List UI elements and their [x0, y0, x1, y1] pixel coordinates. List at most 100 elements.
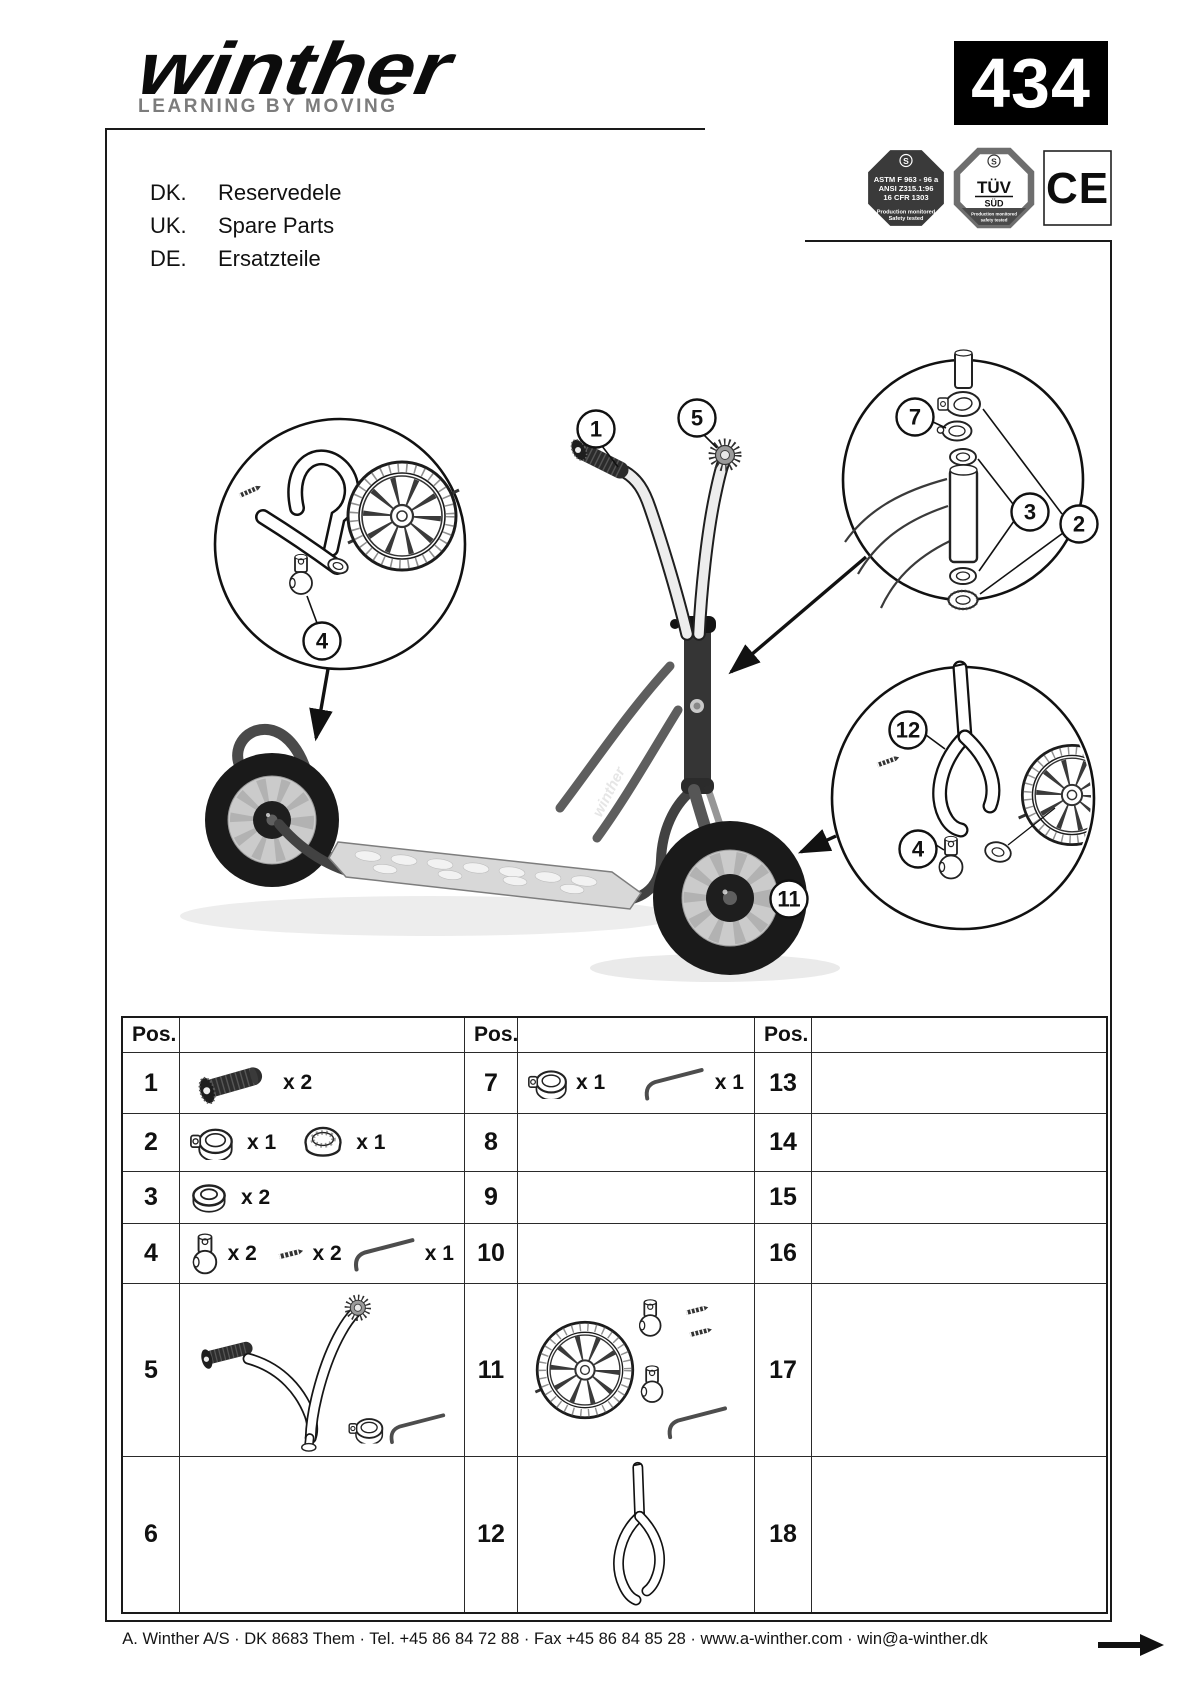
- content-border-step: [805, 240, 1112, 242]
- table-row: 15: [755, 1172, 1106, 1224]
- parts-group-2: Pos. 7 x 1 x 1 8 9 10: [465, 1018, 755, 1612]
- svg-text:Safety tested: Safety tested: [889, 216, 924, 222]
- svg-text:4: 4: [316, 629, 329, 654]
- svg-text:S: S: [991, 156, 997, 166]
- next-page-arrow-icon: [1098, 1634, 1164, 1656]
- bearing-washer-icon: [192, 1183, 226, 1213]
- quantity: x 2: [283, 1071, 313, 1094]
- figure-header: [518, 1018, 755, 1053]
- language-label: Ersatzteile: [218, 246, 321, 271]
- callout-5: 5: [677, 398, 717, 438]
- table-row: 14: [755, 1114, 1106, 1172]
- language-list: DK. Reservedele UK. Spare Parts DE. Ersa…: [150, 176, 342, 275]
- pos-number: 2: [123, 1114, 180, 1172]
- callout-lines: [601, 434, 718, 468]
- svg-text:ASTM F 963 - 96 a: ASTM F 963 - 96 a: [874, 175, 939, 184]
- support-tube: [592, 705, 683, 843]
- quantity: x 1: [247, 1130, 277, 1154]
- svg-text:Production monitored: Production monitored: [877, 210, 936, 216]
- handlebar-grip-icon: [190, 1057, 270, 1109]
- svg-text:SÜD: SÜD: [984, 199, 1004, 209]
- svg-text:safety tested: safety tested: [981, 218, 1008, 223]
- scooter-illustration: winther: [205, 438, 807, 975]
- empty-cell: [812, 1457, 1106, 1612]
- clamp-icon: [348, 1418, 384, 1444]
- language-code: UK.: [150, 213, 187, 238]
- rear-wheel-part: [346, 460, 460, 572]
- quantity: x 1: [424, 1241, 454, 1265]
- stem-parts: [936, 349, 981, 611]
- svg-text:7: 7: [909, 405, 921, 430]
- parts-table: Pos. 1 x 2 2 x 1 x 1 3: [121, 1016, 1108, 1614]
- callouts: 1 5 7 3 2 12 4: [302, 397, 1099, 919]
- pos-number: 10: [465, 1224, 518, 1284]
- pos-header: Pos.: [755, 1018, 812, 1053]
- language-row-de: DE. Ersatzteile: [150, 242, 342, 275]
- quantity: x 2: [227, 1241, 257, 1265]
- footer-contact-line: A. Winther A/S · DK 8683 Them · Tel. +45…: [122, 1630, 988, 1648]
- handlebar-silhouette: [844, 477, 951, 609]
- pos-number: 1: [123, 1053, 180, 1114]
- svg-text:ANSI Z315.1:96: ANSI Z315.1:96: [879, 184, 934, 193]
- clamp-icon: [528, 1070, 567, 1099]
- set-screw-icon: [275, 1244, 305, 1264]
- quantity: x 2: [312, 1241, 342, 1265]
- head-cap-icon: [303, 1125, 343, 1160]
- language-code: DE.: [150, 246, 187, 271]
- allen-key-icon: [350, 1234, 417, 1273]
- stem-nut: [947, 589, 979, 611]
- svg-text:1: 1: [590, 417, 602, 442]
- svg-text:16 CFR 1303: 16 CFR 1303: [883, 193, 928, 202]
- svg-text:S: S: [903, 156, 909, 166]
- allen-key-icon: [644, 1068, 704, 1101]
- callout-11: 11: [769, 879, 809, 919]
- table-row: 6: [123, 1457, 465, 1612]
- svg-text:3: 3: [1024, 500, 1036, 525]
- table-row: 11: [465, 1284, 755, 1457]
- quantity: x 1: [576, 1071, 606, 1094]
- table-row: 12: [465, 1457, 755, 1612]
- quantity: x 1: [714, 1071, 744, 1094]
- stem-tube: [948, 467, 979, 564]
- screw-part: [876, 756, 900, 768]
- pos-number: 16: [755, 1224, 812, 1284]
- pos-number: 14: [755, 1114, 812, 1172]
- shadow: [180, 896, 680, 936]
- pos-number: 5: [123, 1284, 180, 1457]
- head-tube: [670, 616, 716, 794]
- content-border-top: [105, 128, 705, 130]
- quantity: x 2: [241, 1185, 271, 1209]
- language-label: Spare Parts: [218, 213, 335, 238]
- callout-2: 2: [1059, 504, 1099, 544]
- stem-clamp-icon: [190, 1128, 233, 1160]
- callout-7: 7: [895, 397, 935, 437]
- table-row: 4 x 2 x 2 x 1: [123, 1224, 465, 1284]
- pos-number: 17: [755, 1284, 812, 1457]
- table-row: 13: [755, 1053, 1106, 1114]
- empty-cell: [518, 1224, 755, 1284]
- stem-clamp: [937, 391, 981, 417]
- pos-number: 6: [123, 1457, 180, 1612]
- axle-holder-icon: [640, 1365, 664, 1403]
- figure-header: [812, 1018, 1106, 1053]
- content-border-bottom: [105, 1620, 1112, 1622]
- support-tube: [555, 661, 675, 813]
- set-screw-icon: [690, 1327, 713, 1337]
- svg-text:5: 5: [691, 406, 703, 431]
- table-row: 10: [465, 1224, 755, 1284]
- pos-number: 11: [465, 1284, 518, 1457]
- axle-holder-part: [289, 553, 313, 595]
- screw-part: [238, 485, 261, 498]
- hub-cap-part: [984, 841, 1012, 863]
- table-row: 1 x 2: [123, 1053, 465, 1114]
- language-row-dk: DK. Reservedele: [150, 176, 342, 209]
- handlebar: [570, 438, 742, 641]
- table-row: 17: [755, 1284, 1106, 1457]
- callout-lines: [932, 408, 1064, 595]
- pos-number: 7: [465, 1053, 518, 1114]
- svg-text:CE: CE: [1046, 164, 1109, 213]
- language-label: Reservedele: [218, 180, 342, 205]
- empty-cell: [812, 1172, 1106, 1224]
- svg-text:2: 2: [1073, 512, 1085, 537]
